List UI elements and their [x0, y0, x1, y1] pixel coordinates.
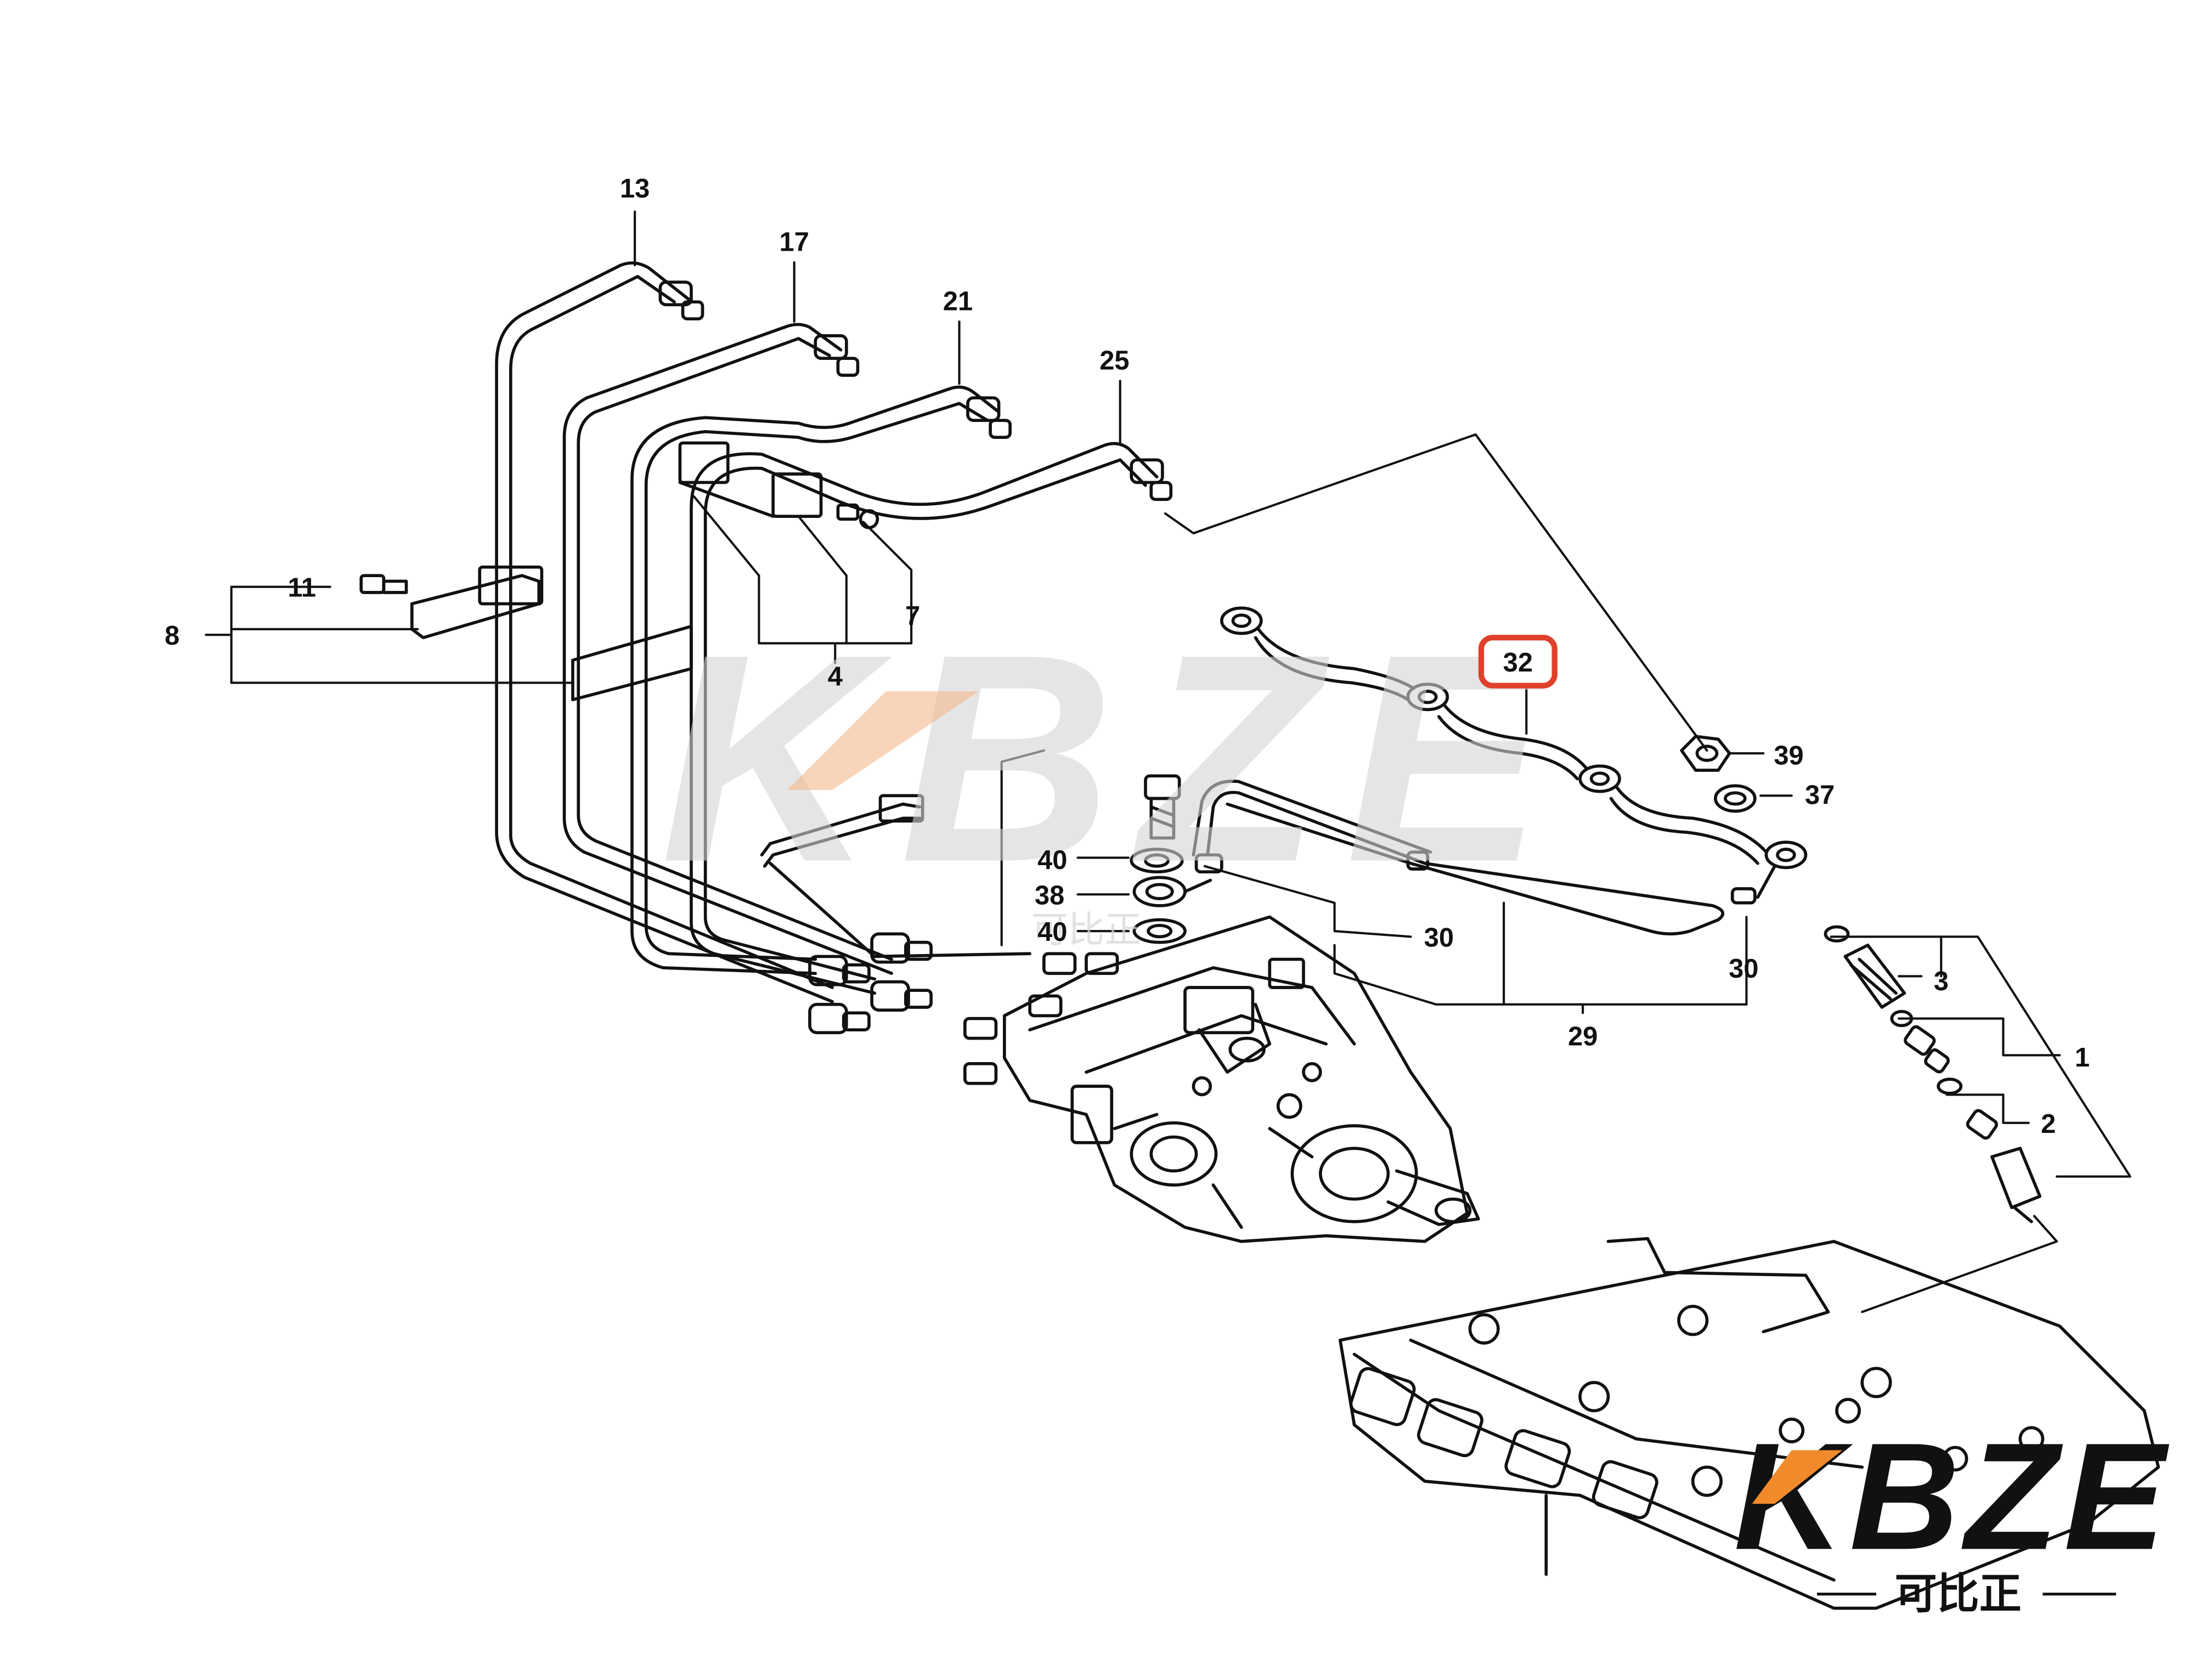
injection-pipe-21 [630, 385, 1001, 975]
callout-37: 37 [1805, 781, 1835, 810]
washer-40-upper [1130, 848, 1184, 873]
injection-pump [963, 915, 1480, 1243]
pipe-nut-17 [814, 334, 860, 377]
highlight-box-32 [1478, 635, 1558, 689]
pipe-nut-21 [966, 396, 1012, 439]
clamp-bolt-11 [359, 574, 408, 594]
banjo-fitting-38 [1132, 876, 1212, 907]
callout-30-left: 30 [1424, 923, 1454, 952]
callout-25: 25 [1099, 346, 1129, 376]
pipe-clamp-lower [410, 565, 693, 702]
pump-pipe-nuts [808, 932, 933, 1035]
callout-30-right: 30 [1729, 954, 1758, 984]
callout-39: 39 [1774, 741, 1803, 771]
callout-11: 11 [287, 573, 316, 603]
injection-pipe-17 [562, 323, 893, 975]
callout-40-lower: 40 [1037, 917, 1067, 947]
callout-2: 2 [2041, 1109, 2056, 1139]
pipe-clamp-upper [678, 441, 823, 518]
pipe-nut-13 [658, 280, 704, 320]
callout-21: 21 [943, 287, 973, 317]
pipe-nut-25 [1130, 458, 1173, 501]
brand-logo-sub-text: 可比正 [1894, 1570, 2021, 1617]
watermark-center-text: KBZE [661, 593, 1568, 924]
callout-38: 38 [1035, 881, 1064, 910]
callout-4: 4 [828, 662, 843, 692]
watermark-center-accent [787, 691, 979, 790]
callout-8: 8 [165, 621, 179, 651]
watermark-center-sub-text: 可比正 [1031, 910, 1142, 951]
callout-32: 32 [1503, 648, 1533, 678]
brand-logo-text: KBZE [1734, 1411, 2171, 1581]
overflow-pipe [760, 794, 1031, 958]
callout-13: 13 [620, 174, 650, 204]
watermark-center: KBZE 可比正 [661, 593, 1568, 951]
injection-pipe-25 [690, 442, 1159, 995]
callout-40-upper: 40 [1037, 845, 1067, 875]
brand-logo: KBZE 可比正 [1734, 1411, 2171, 1617]
banjo-bolt [1144, 774, 1181, 840]
callout-1: 1 [2075, 1043, 2090, 1073]
callout-29: 29 [1568, 1022, 1598, 1051]
injection-pipe-13 [495, 261, 834, 1003]
callout-17: 17 [780, 228, 809, 257]
callout-7: 7 [905, 601, 920, 631]
nut-39 [1680, 735, 1731, 772]
leader-lines [205, 210, 2131, 1313]
brand-logo-accent [1752, 1450, 1843, 1504]
return-pipe-29 [1192, 780, 1724, 936]
clamp-bolt-7 [836, 503, 879, 529]
washer-40-lower [1132, 918, 1187, 944]
injector-assembly [1824, 925, 2042, 1223]
washer-37 [1714, 784, 1757, 813]
leak-off-pipe-32 [1220, 606, 1808, 905]
callout-3: 3 [1934, 967, 1949, 996]
